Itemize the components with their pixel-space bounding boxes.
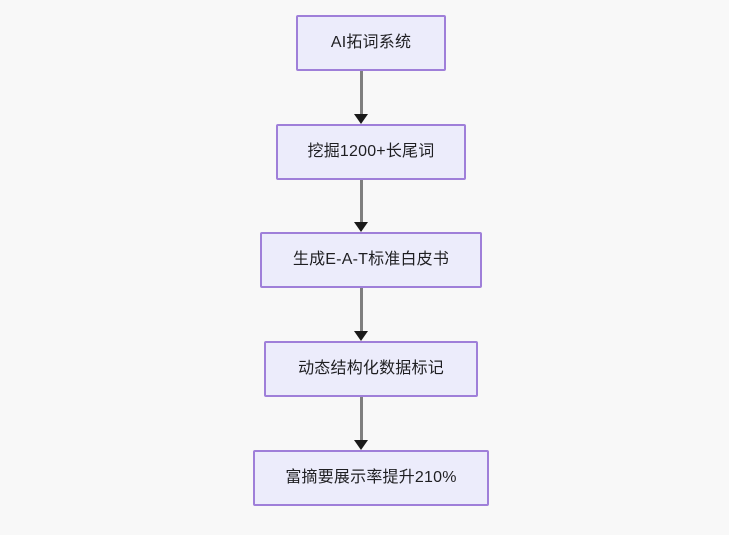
flowchart-node-label: 生成E-A-T标准白皮书 (292, 251, 450, 268)
flowchart-node-n3[interactable]: 生成E-A-T标准白皮书 (260, 232, 482, 288)
flowchart-node-label: 动态结构化数据标记 (298, 360, 444, 377)
flowchart-node-n2[interactable]: 挖掘1200+长尾词 (276, 124, 466, 180)
flowchart-edge-n4-n5 (351, 397, 371, 450)
flowchart-node-label: 挖掘1200+长尾词 (307, 143, 435, 160)
edge-line (359, 397, 363, 441)
flowchart-node-n1[interactable]: AI拓词系统 (296, 15, 446, 71)
flowchart-edge-n1-n2 (351, 71, 371, 124)
edge-line (359, 288, 363, 332)
flowchart-edge-n3-n4 (351, 288, 371, 341)
flowchart-edge-n2-n3 (351, 180, 371, 232)
arrowhead-down-icon (354, 114, 368, 124)
edge-line (359, 180, 363, 223)
flowchart-node-n5[interactable]: 富摘要展示率提升210% (253, 450, 489, 506)
flowchart-node-label: AI拓词系统 (330, 34, 412, 51)
arrowhead-down-icon (354, 222, 368, 232)
arrowhead-down-icon (354, 331, 368, 341)
flowchart-node-label: 富摘要展示率提升210% (285, 469, 457, 486)
edge-line (359, 71, 363, 115)
arrowhead-down-icon (354, 440, 368, 450)
flowchart-node-n4[interactable]: 动态结构化数据标记 (264, 341, 478, 397)
